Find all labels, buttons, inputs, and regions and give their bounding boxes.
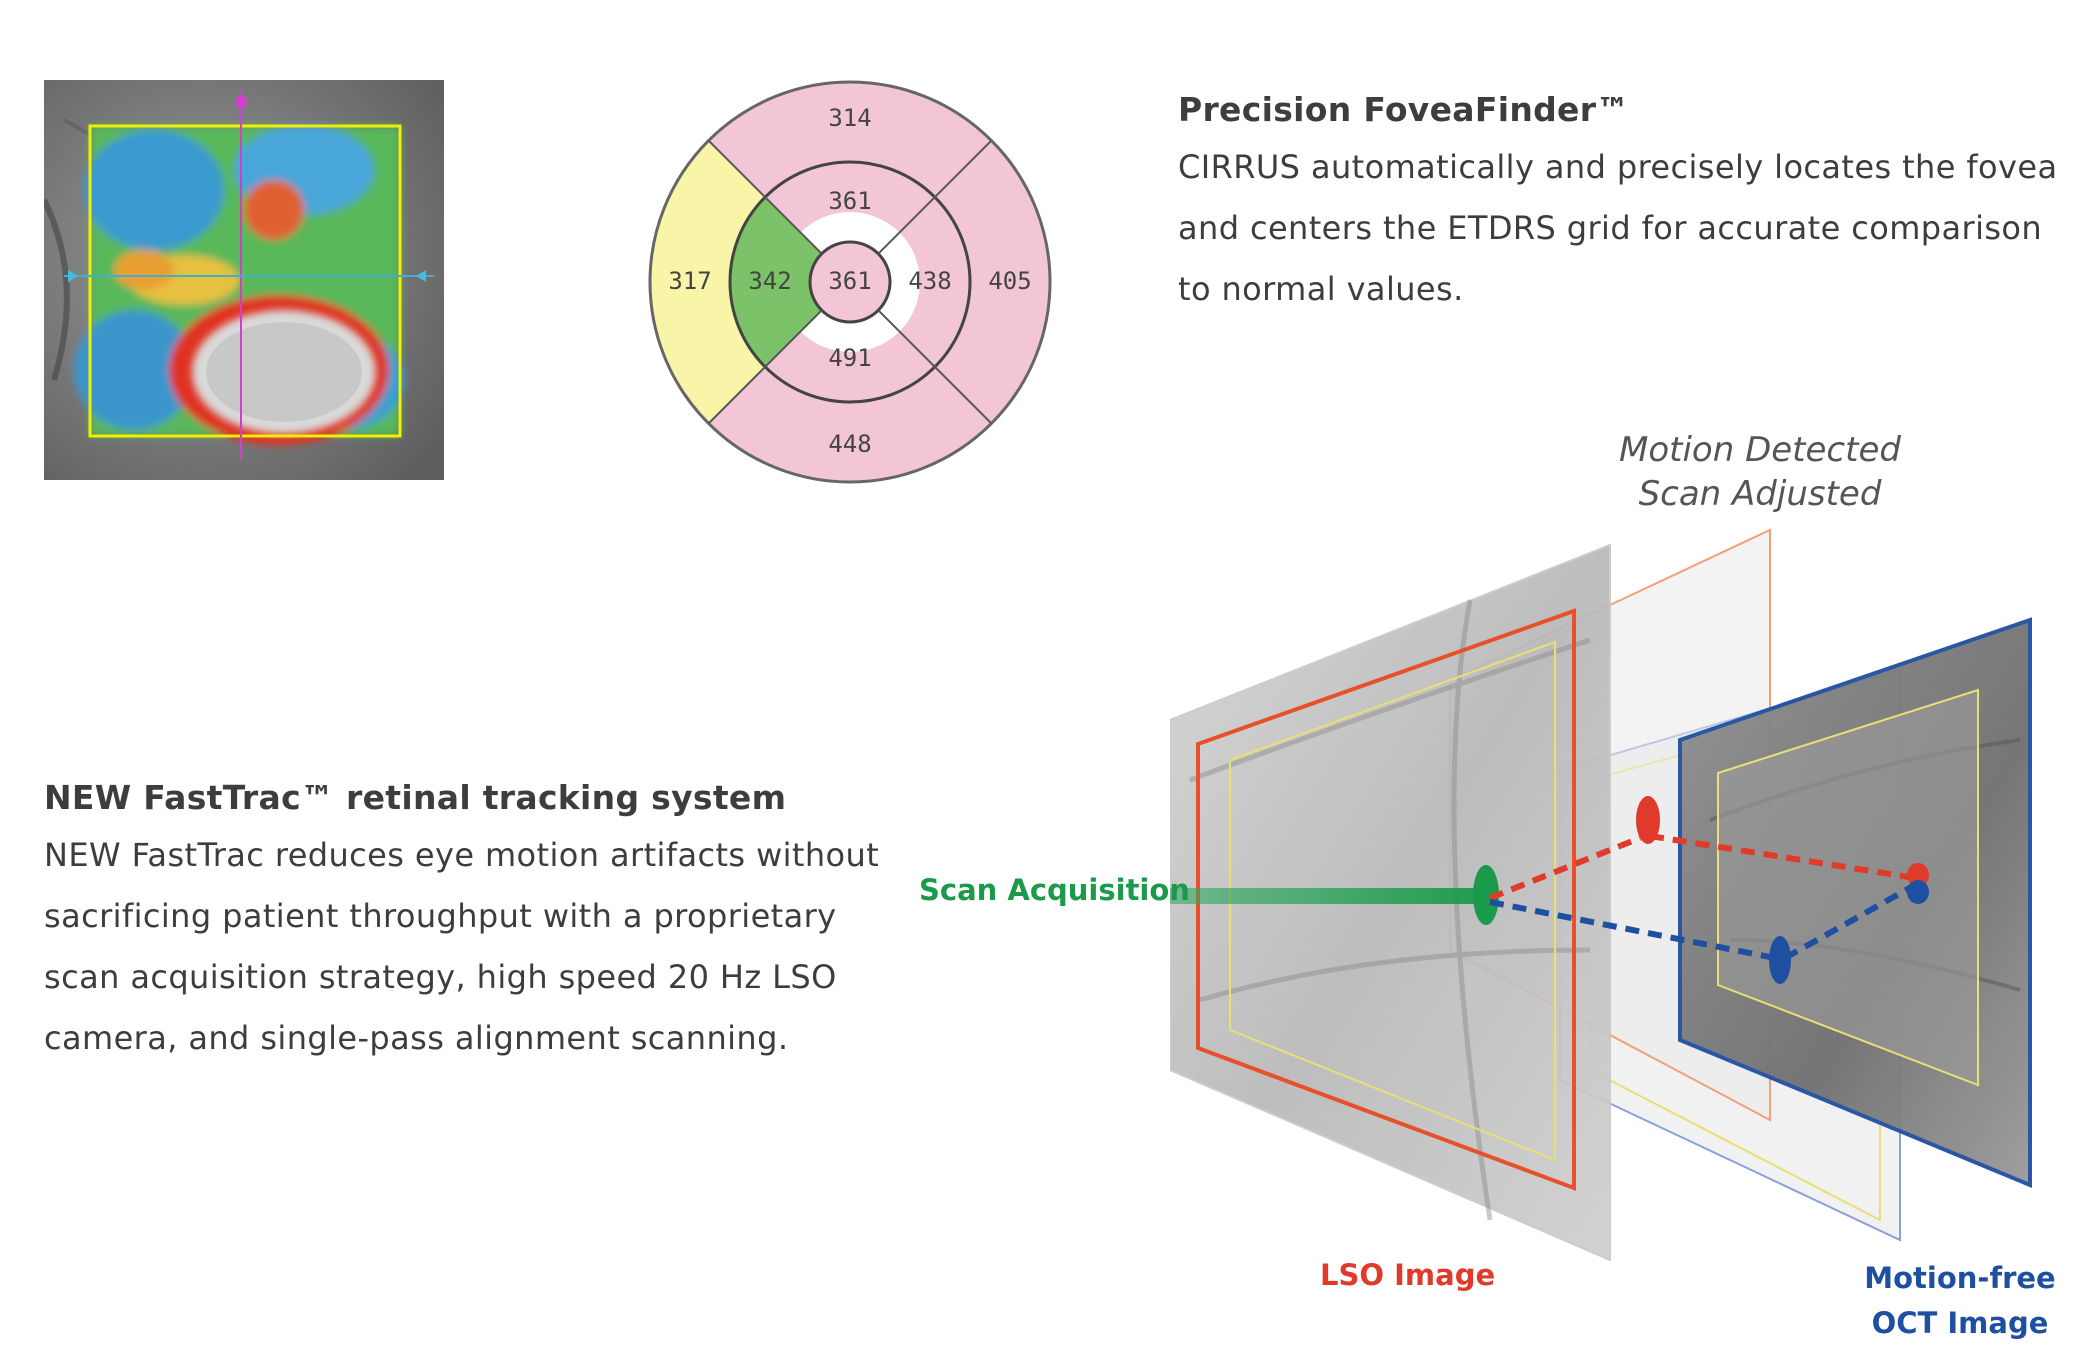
oct-image-line1: Motion-free (1864, 1261, 2056, 1295)
fasttrac-title: NEW FastTrac™ retinal tracking system (44, 778, 787, 817)
fasttrac-section: NEW FastTrac™ retinal tracking system NE… (44, 778, 879, 1069)
etdrs-inner-top-value: 361 (828, 187, 871, 215)
etdrs-center-value: 361 (828, 267, 871, 295)
etdrs-outer-right-value: 405 (988, 267, 1031, 295)
corrected-point-blue (1769, 936, 1791, 984)
etdrs-outer-left-value: 317 (668, 267, 711, 295)
motion-detected-line1: Motion Detected (1619, 430, 1901, 470)
etdrs-outer-right-sector (899, 140, 1050, 424)
foveafinder-line: CIRRUS automatically and precisely locat… (1178, 148, 2058, 186)
foveafinder-line: to normal values. (1178, 270, 1464, 308)
fasttrac-line: sacrificing patient throughput with a pr… (44, 897, 837, 935)
motion-detected-label: Motion Detected Scan Adjusted (1540, 428, 1980, 516)
etdrs-inner-right-value: 438 (908, 267, 951, 295)
motion-detected-line2: Scan Adjusted (1638, 474, 1882, 514)
etdrs-outer-top-sector (708, 82, 992, 233)
etdrs-outer-bottom-value: 448 (828, 430, 871, 458)
motion-point-red (1636, 796, 1660, 844)
oct-image-label: Motion-free OCT Image (1860, 1256, 2060, 1346)
thickness-map-image (41, 80, 444, 480)
scan-beam (1170, 888, 1480, 904)
etdrs-inner-left-value: 342 (748, 267, 791, 295)
etdrs-inner-bottom-value: 491 (828, 344, 871, 372)
fasttrac-line: scan acquisition strategy, high speed 20… (44, 958, 837, 996)
etdrs-grid: 314 317 405 448 361 342 438 491 361 (640, 72, 1060, 492)
fasttrac-line: NEW FastTrac reduces eye motion artifact… (44, 836, 880, 874)
etdrs-outer-bottom-sector (708, 331, 992, 482)
tracking-diagram (1169, 520, 2050, 1280)
etdrs-inner-left-sector (729, 197, 822, 367)
foveafinder-body: CIRRUS automatically and precisely locat… (1178, 137, 2057, 320)
foveafinder-line: and centers the ETDRS grid for accurate … (1178, 209, 2043, 247)
scan-point-green (1473, 865, 1499, 925)
lso-image-label: LSO Image (1320, 1258, 1496, 1292)
fasttrac-body: NEW FastTrac reduces eye motion artifact… (44, 825, 879, 1069)
etdrs-outer-top-value: 314 (828, 104, 871, 132)
scan-acquisition-label: Scan Acquisition (919, 873, 1190, 907)
foveafinder-title: Precision FoveaFinder™ (1178, 90, 1630, 129)
oct-point-blue (1907, 880, 1929, 904)
fasttrac-line: camera, and single-pass alignment scanni… (44, 1019, 789, 1057)
foveafinder-section: Precision FoveaFinder™ CIRRUS automatica… (1178, 90, 2057, 320)
oct-image-line2: OCT Image (1871, 1306, 2049, 1340)
oct-point-red (1907, 863, 1929, 887)
